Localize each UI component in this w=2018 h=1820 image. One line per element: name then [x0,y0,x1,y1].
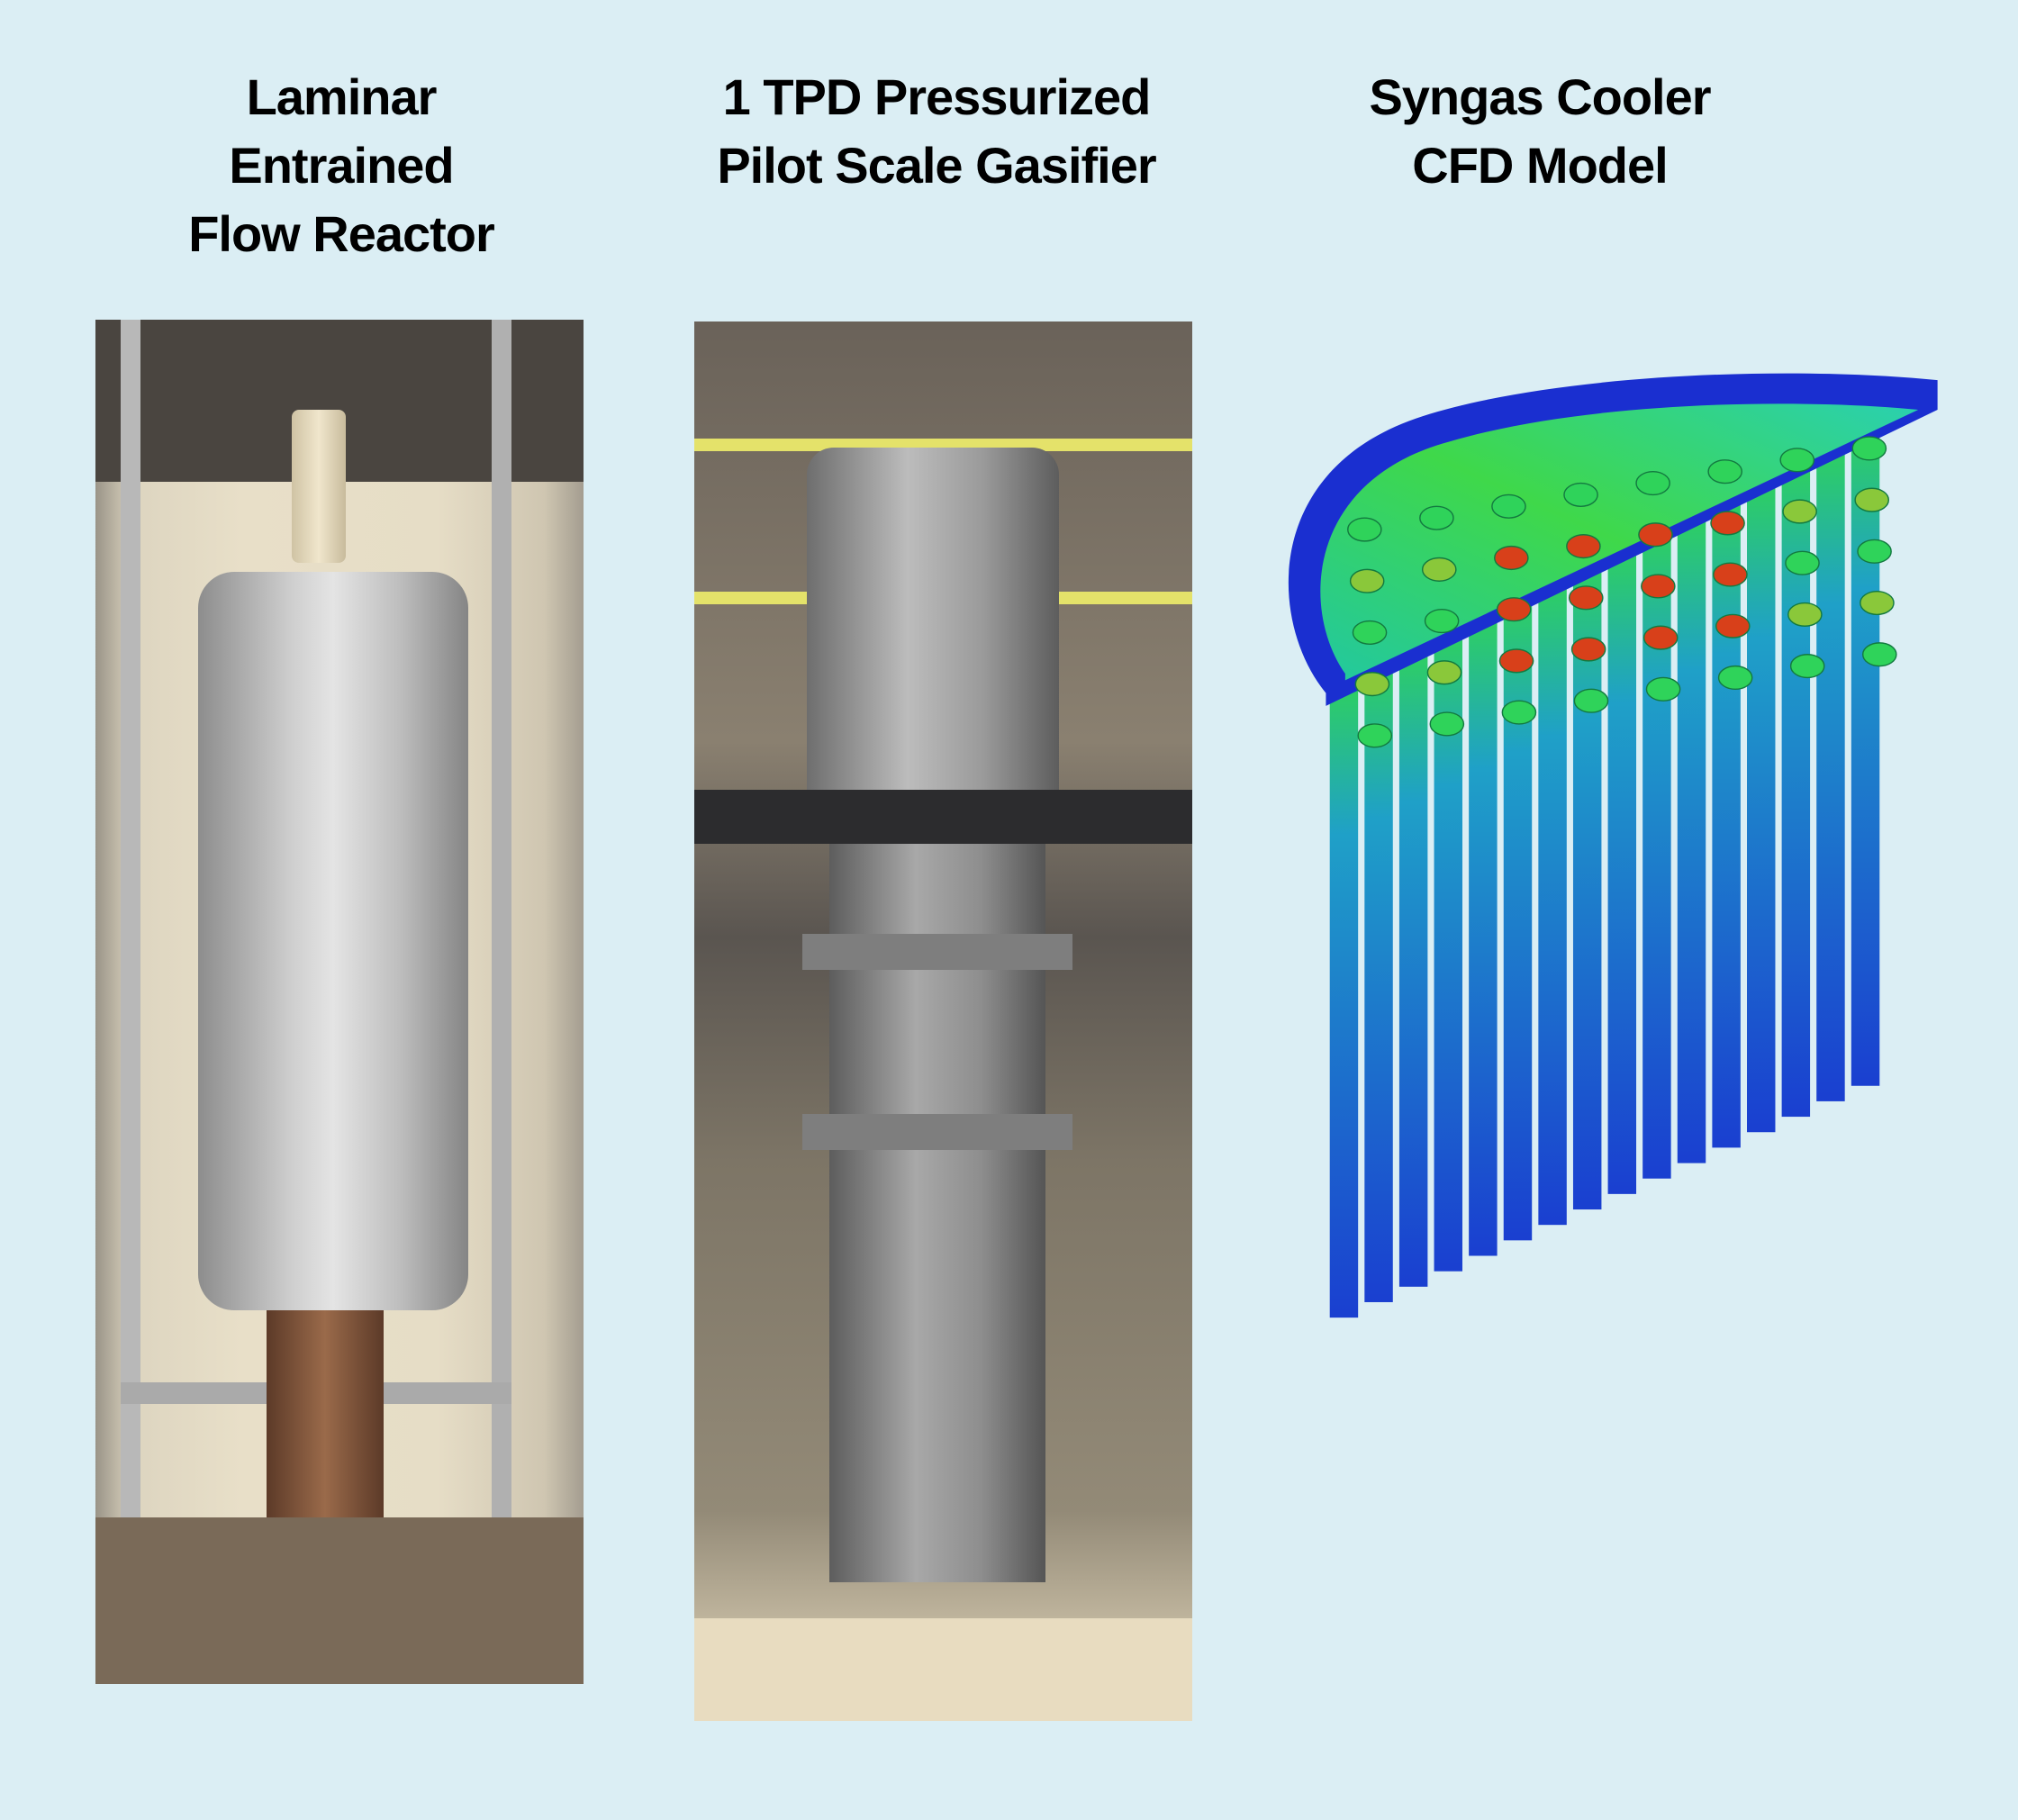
cooler-tube [1747,473,1776,1133]
cooler-tube [1398,640,1428,1287]
tube-hole [1349,568,1385,593]
title-line: Flow Reactor [188,205,495,262]
tube-hole [1354,672,1390,697]
title-line: 1 TPD Pressurized [722,68,1152,125]
strut-right [492,320,511,1616]
tube-hole [1424,608,1460,634]
tube-hole [1707,459,1743,484]
tube-hole [1570,637,1606,662]
tube-hole [1496,597,1532,622]
title-line: Entrained [229,137,454,194]
tube-hole [1789,654,1825,679]
tube-hole [1638,522,1673,548]
pilot-gasifier-photo [694,321,1192,1721]
tube-hole [1419,505,1454,530]
title-line: CFD Model [1412,137,1668,194]
tube-hole [1861,642,1897,667]
feed-tube [292,410,346,563]
cooler-tube [1712,489,1741,1148]
tube-hole [1357,723,1393,748]
tube-hole [1352,620,1388,646]
cooler-tube [1572,557,1602,1210]
tube-hole [1782,499,1817,524]
reactor-shell [198,572,468,1310]
tube-hole [1347,517,1382,542]
panel-title-laminar-reactor: Laminar Entrained Flow Reactor [53,63,629,268]
strut-left [121,320,140,1616]
tube-hole [1785,550,1820,575]
title-line: Pilot Scale Gasifier [717,137,1156,194]
tube-hole [1779,448,1815,473]
cooler-tube [1469,606,1498,1256]
steel-beam [694,790,1192,844]
tube-hole [1787,602,1823,627]
tube-hole [1501,700,1537,725]
tube-hole [1491,493,1526,519]
collector [267,1310,384,1544]
tube-hole [1426,660,1462,685]
tube-hole [1498,648,1534,674]
panel-title-syngas-cooler: Syngas Cooler CFD Model [1252,63,1828,200]
cooler-tube [1538,573,1567,1226]
floor [95,1517,584,1684]
tube-hole [1857,539,1892,564]
laminar-reactor-photo [95,320,584,1684]
flange [802,1114,1072,1150]
tube-hole [1641,574,1676,599]
tube-hole [1851,436,1887,461]
cooler-tube [1851,422,1880,1086]
tube-hole [1635,470,1670,496]
yellow-rail [694,439,1192,451]
syngas-cooler-cfd-model [1288,373,1938,1318]
tube-hole [1429,711,1465,737]
tube-hole [1494,545,1529,571]
panel-title-pilot-gasifier: 1 TPD Pressurized Pilot Scale Gasifier [648,63,1225,200]
tube-hole [1713,562,1748,587]
tube-hole [1854,487,1890,512]
tube-hole [1421,557,1457,582]
tube-hole [1568,585,1604,611]
tube-hole [1642,625,1679,650]
flange [802,934,1072,970]
tube-hole [1717,665,1753,691]
tube-hole [1715,613,1751,638]
tube-hole [1645,676,1681,702]
tube-hole [1860,590,1895,616]
cooler-tube [1503,590,1533,1241]
cooler-tube [1329,674,1359,1318]
cooler-tube [1642,522,1671,1179]
cooler-tube [1364,656,1393,1302]
floor [694,1618,1192,1721]
cooler-tube [1607,539,1637,1194]
cooler-tube [1816,439,1845,1101]
tube-sheet [1320,403,1919,681]
title-line: Syngas Cooler [1369,68,1711,125]
title-line: Laminar [246,68,438,125]
tube-hole [1566,534,1601,559]
tube-hole [1573,688,1609,713]
cooler-tube [1677,506,1706,1164]
upper-vessel [807,448,1059,826]
tube-hole [1710,511,1745,536]
tube-hole [1563,482,1598,508]
